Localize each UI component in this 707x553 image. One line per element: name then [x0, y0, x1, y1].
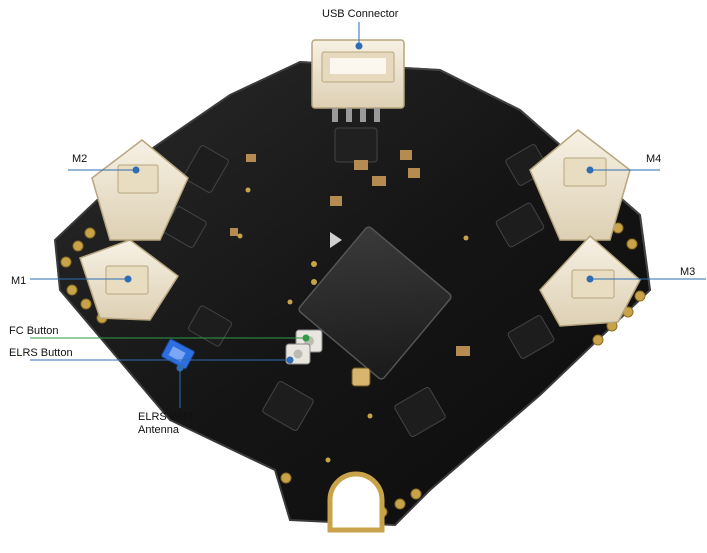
usb-connector-label: USB Connector [322, 8, 399, 20]
fc-button-label: FC Button [9, 325, 59, 337]
elrs-antenna-label: ELRS WIFI Antenna [138, 411, 193, 437]
components [163, 127, 555, 463]
elrs-button-label: ELRS Button [9, 347, 73, 359]
m3-label: M3 [680, 266, 696, 278]
gold-edge-pads [60, 222, 646, 518]
elrs-antenna-label-line2: Antenna [138, 424, 179, 436]
mounting-hole [327, 471, 385, 533]
elrs-antenna-label-line1: ELRS WIFI [138, 411, 194, 423]
motor-connector-m4 [529, 129, 631, 241]
elrs-antenna [161, 338, 195, 370]
m4-label: M4 [646, 153, 662, 165]
usb-connector [311, 39, 405, 122]
m1-label: M1 [11, 275, 27, 287]
motor-connector-m2 [91, 139, 189, 241]
callout-lines [30, 22, 706, 408]
m2-label: M2 [72, 153, 88, 165]
